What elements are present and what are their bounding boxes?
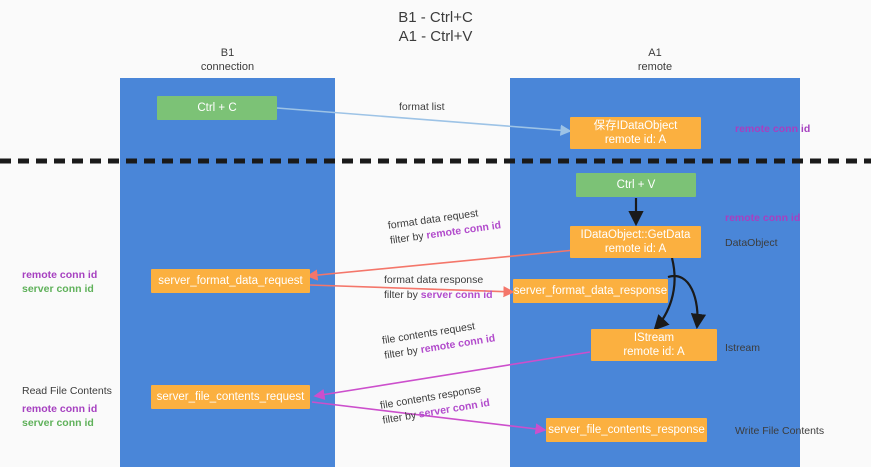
- side-label-istream: Istream: [725, 342, 761, 354]
- side-label-remote-conn-id-top: remote conn id: [735, 123, 811, 135]
- side-label-left-remote-conn-id-mid: remote conn id: [22, 269, 98, 281]
- lane-header-b1-role: connection: [200, 61, 255, 73]
- side-label-remote-conn-id-mid: remote conn id: [725, 212, 801, 224]
- node-server-file-contents-request-label: server_file_contents_request: [156, 391, 305, 403]
- edge-label-format-list: format list: [399, 101, 445, 113]
- node-save-idataobject-line1: 保存IDataObject: [593, 120, 678, 132]
- node-save-idataobject-line2: remote id: A: [604, 134, 667, 146]
- node-server-file-contents-response-label: server_file_contents_response: [548, 424, 705, 436]
- node-idataobject-getdata[interactable]: IDataObject::GetData remote id: A: [570, 226, 701, 258]
- node-server-format-data-request[interactable]: server_format_data_request: [151, 269, 310, 293]
- node-idataobject-getdata-line1: IDataObject::GetData: [580, 229, 691, 241]
- filter-by-text-1: filter by: [389, 229, 428, 247]
- lane-header-a1-role: remote: [637, 61, 673, 73]
- side-label-left-server-conn-id-mid: server conn id: [22, 283, 94, 295]
- edge-label-file-contents-request: file contents request filter by remote c…: [381, 316, 496, 363]
- page-title-line2: A1 - Ctrl+V: [398, 28, 473, 45]
- side-label-read-file-contents: Read File Contents: [22, 385, 112, 397]
- node-idataobject-getdata-line2: remote id: A: [604, 243, 667, 255]
- node-istream[interactable]: IStream remote id: A: [591, 329, 717, 361]
- filter-by-text-2: filter by: [384, 289, 421, 301]
- side-label-left-remote-conn-id-bottom: remote conn id: [22, 403, 98, 415]
- node-ctrl-v[interactable]: Ctrl + V: [576, 173, 696, 197]
- highlight-server-conn-id-1: server conn id: [420, 289, 493, 301]
- node-ctrl-v-label: Ctrl + V: [616, 179, 656, 191]
- edge-label-format-data-response: format data response filter by server co…: [384, 273, 493, 303]
- node-server-format-data-request-label: server_format_data_request: [158, 275, 303, 287]
- lane-header-b1: B1 connection: [120, 46, 335, 74]
- node-server-format-data-response-label: server_format_data_response: [513, 285, 668, 297]
- lane-header-b1-name: B1: [220, 47, 235, 59]
- node-istream-line2: remote id: A: [623, 346, 685, 358]
- edge-label-format-data-response-line1: format data response: [384, 274, 484, 286]
- node-server-file-contents-response[interactable]: server_file_contents_response: [546, 418, 707, 442]
- lane-header-a1-name: A1: [648, 47, 662, 59]
- node-server-format-data-response[interactable]: server_format_data_response: [513, 279, 668, 303]
- side-label-write-file-contents: Write File Contents: [735, 425, 825, 437]
- node-ctrl-c[interactable]: Ctrl + C: [157, 96, 277, 120]
- lane-header-a1: A1 remote: [510, 46, 800, 74]
- side-label-dataobject: DataObject: [725, 237, 778, 249]
- node-server-file-contents-request[interactable]: server_file_contents_request: [151, 385, 310, 409]
- node-save-idataobject[interactable]: 保存IDataObject remote id: A: [570, 117, 701, 149]
- node-ctrl-c-label: Ctrl + C: [197, 102, 237, 114]
- edge-label-format-data-request: format data request filter by remote con…: [387, 203, 502, 248]
- side-label-left-server-conn-id-bottom: server conn id: [22, 417, 94, 429]
- page-title-line1: B1 - Ctrl+C: [398, 9, 473, 26]
- node-istream-line1: IStream: [633, 332, 675, 344]
- edge-label-format-data-response-line2: filter by server conn id: [384, 288, 493, 303]
- edge-label-file-contents-response: file contents response filter by server …: [379, 381, 491, 429]
